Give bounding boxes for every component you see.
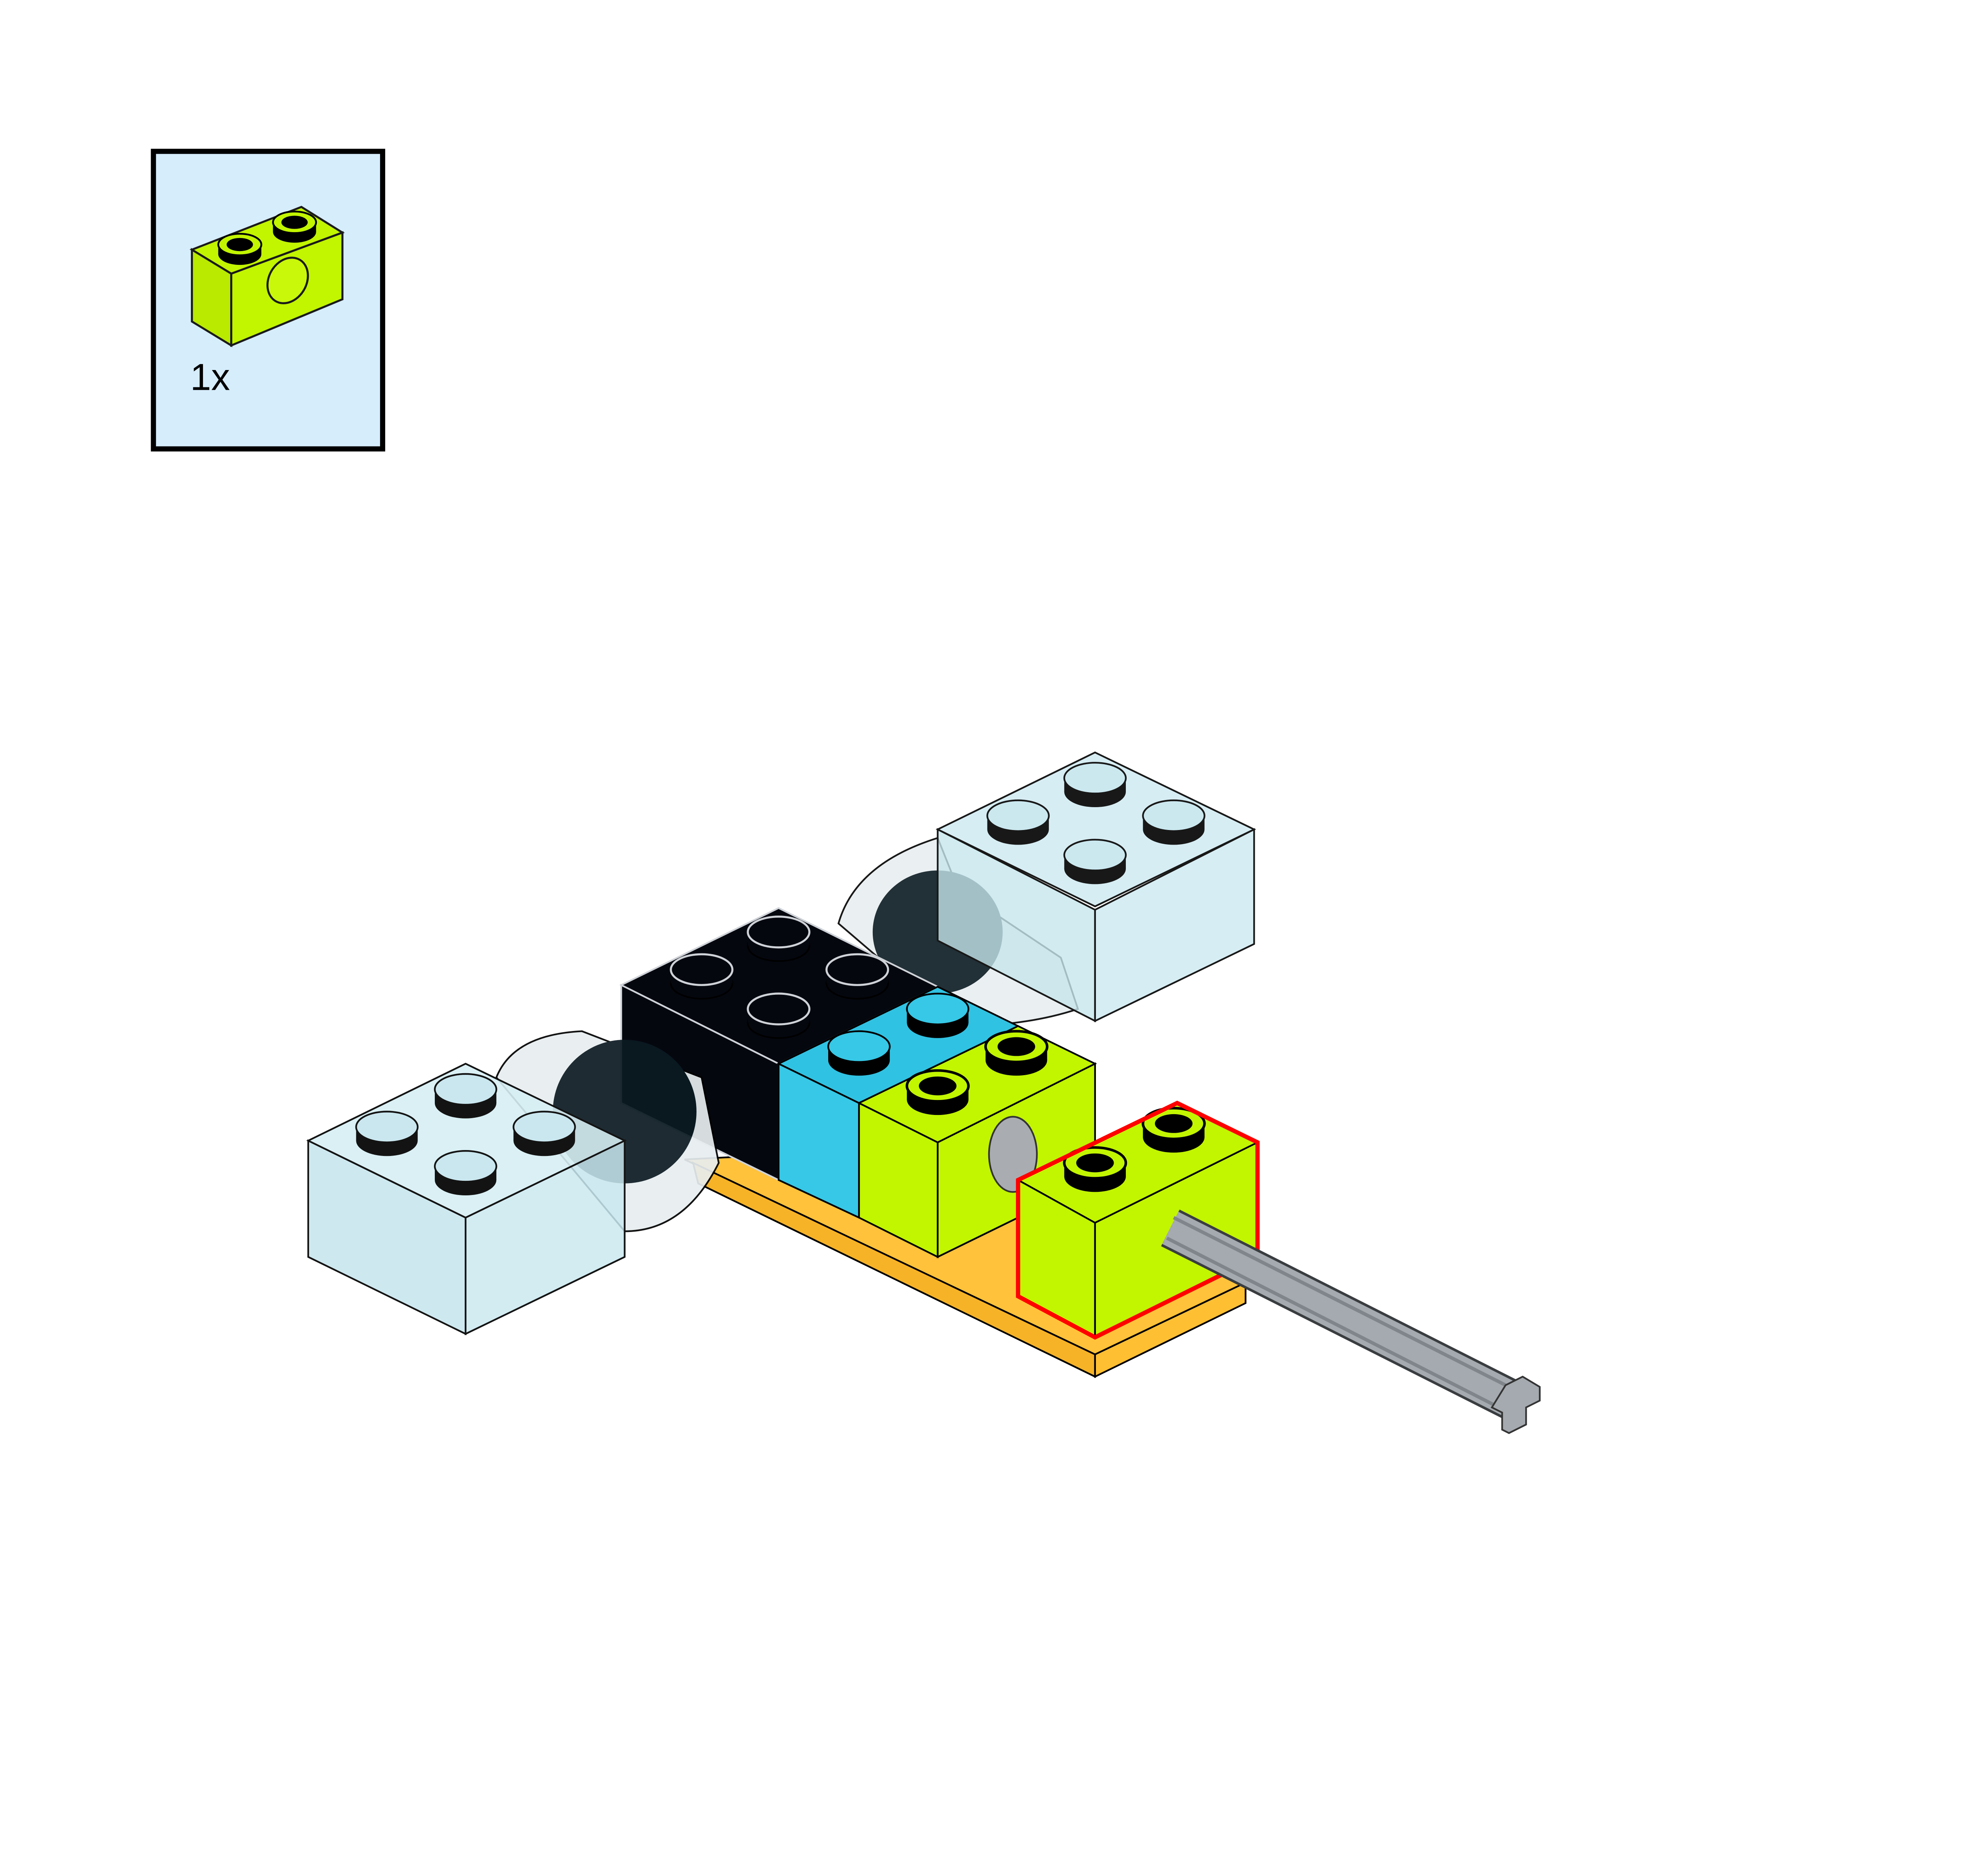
trans-clear-brick-left	[306, 1030, 720, 1335]
technic-brick-1x2-part-icon	[189, 206, 345, 348]
bush-icon	[988, 1116, 1038, 1193]
lime-brick-1x2	[857, 1025, 1097, 1258]
pin-hole-icon	[266, 257, 309, 304]
trans-clear-brick-right	[837, 751, 1256, 1027]
part-quantity: 1x	[190, 356, 230, 398]
technic-axle	[1161, 1209, 1541, 1434]
parts-callout: 1x	[151, 149, 386, 452]
assembly-model	[306, 751, 1541, 1434]
axle-end-cross-icon	[1490, 1375, 1541, 1434]
